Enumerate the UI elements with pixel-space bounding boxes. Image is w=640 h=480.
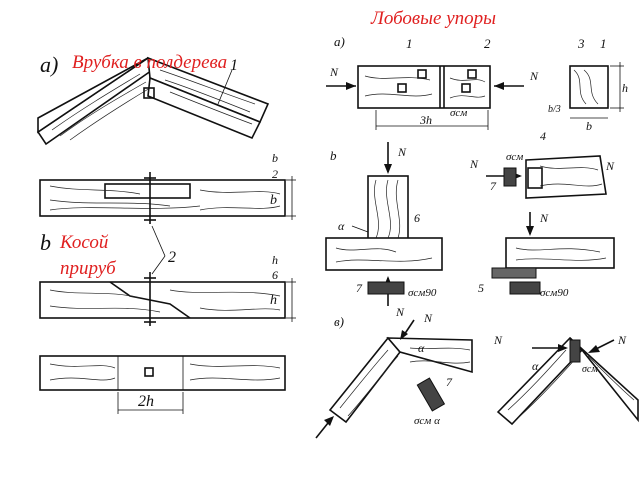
right-b-post-on-beam xyxy=(325,142,443,306)
label-right-2: 2 xyxy=(484,36,491,51)
label-right-3h: 3h xyxy=(419,113,432,127)
left-b-plan-view xyxy=(39,355,286,414)
label-left-h-num: h xyxy=(272,253,278,267)
label-right-sigma-cm-a: σсм xyxy=(450,107,467,119)
label-right-sigma-cmalpha: σсм α xyxy=(414,415,440,427)
label-right-7b: 7 xyxy=(490,179,497,193)
label-right-alpha-post: α xyxy=(338,219,345,233)
label-left-h-den: 6 xyxy=(272,268,278,282)
title-frontal-stops: Лобовые упоры xyxy=(371,8,497,29)
left-a-plan-view xyxy=(39,172,296,224)
label-right-b-third: b/3 xyxy=(548,104,561,115)
label-left-2h: 2h xyxy=(138,393,154,410)
label-left-b-half-num: b xyxy=(272,151,278,165)
label-left-a: а) xyxy=(40,52,58,77)
label-right-1b: 1 xyxy=(600,36,607,51)
label-left-b-half-den: 2 xyxy=(272,167,278,181)
right-a-cross-section xyxy=(569,62,624,119)
right-b-lower-beam xyxy=(491,212,615,295)
label-right-N-v2-right: N xyxy=(617,333,627,347)
label-left-b: b xyxy=(40,230,51,255)
title-half-lap-joint: Врубка в полдерева xyxy=(72,52,228,73)
left-a-rafter-joint xyxy=(36,56,270,146)
label-right-sigma-cm90-b: σсм90 xyxy=(540,287,569,299)
right-v-angled-joint-1 xyxy=(315,319,473,439)
label-right-N-right: N xyxy=(529,69,539,83)
label-right-N-post-bottom: N xyxy=(395,305,405,319)
label-right-6: 6 xyxy=(414,211,420,225)
label-right-alpha-v2: α xyxy=(532,359,539,373)
label-left-b: b xyxy=(270,193,277,208)
right-a-butt-joint xyxy=(326,65,524,130)
left-b-oblique-joint xyxy=(39,272,296,326)
label-right-h: h xyxy=(622,81,628,95)
label-left-2: 2 xyxy=(168,249,176,266)
label-right-4: 4 xyxy=(540,129,546,143)
label-right-1: 1 xyxy=(406,36,413,51)
label-left-1: 1 xyxy=(230,57,238,74)
label-right-N-lower: N xyxy=(539,211,549,225)
label-right-7c: 7 xyxy=(446,375,453,389)
leader-line-2b xyxy=(151,255,166,275)
label-right-sigma-cm-b: σсм xyxy=(506,151,523,163)
right-v-angled-joint-2 xyxy=(496,336,639,426)
leader-line-2a xyxy=(151,225,166,257)
title-oblique-cut-line1: Косой xyxy=(60,232,109,253)
label-right-7a: 7 xyxy=(356,281,363,295)
label-right-b-section: b xyxy=(330,148,337,163)
label-right-sigma-cm90-a: σсм90 xyxy=(408,287,437,299)
label-right-b: b xyxy=(586,119,592,133)
label-right-alpha-v1: α xyxy=(418,341,425,355)
label-right-N-left: N xyxy=(329,65,339,79)
label-right-N-v1: N xyxy=(423,311,433,325)
label-right-3: 3 xyxy=(577,36,585,51)
label-right-N-inset-left: N xyxy=(469,157,479,171)
label-right-v: в) xyxy=(334,314,344,329)
label-right-N-post-top: N xyxy=(397,145,407,159)
title-oblique-cut-line2: прируб xyxy=(60,258,116,279)
label-right-a: а) xyxy=(334,34,345,49)
label-right-5: 5 xyxy=(478,281,484,295)
label-right-N-v2-left: N xyxy=(493,333,503,347)
label-left-h: h xyxy=(270,293,277,308)
right-b-side-inset xyxy=(486,155,607,199)
label-right-N-inset-right: N xyxy=(605,159,615,173)
label-right-sigma-cm-c: σсм xyxy=(582,364,598,375)
